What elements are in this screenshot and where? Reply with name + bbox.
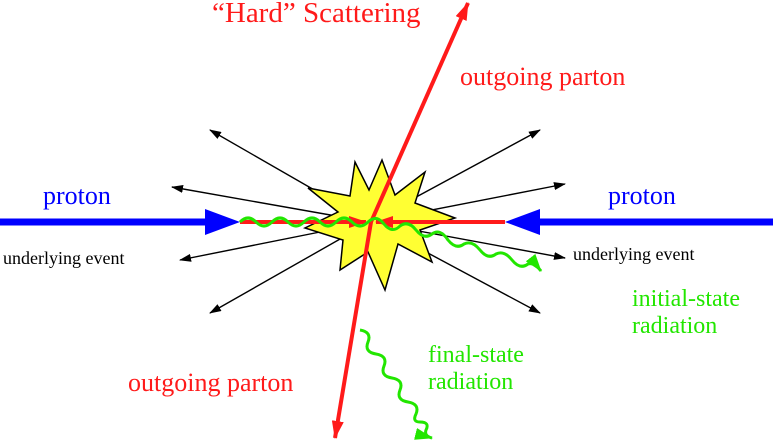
final-state-radiation-label-2: radiation <box>428 369 514 395</box>
proton-arrowhead-right <box>505 209 540 235</box>
initial-state-radiation <box>238 216 543 272</box>
proton-right-label: proton <box>608 181 676 210</box>
underlying-event-left-label: underlying event <box>3 248 125 268</box>
hard-scattering-title: “Hard” Scattering <box>212 0 421 29</box>
outgoing-parton-top-label: outgoing parton <box>460 62 626 91</box>
underlying-event-right-label: underlying event <box>573 244 695 264</box>
proton-arrowhead-left <box>205 209 240 235</box>
initial-state-radiation-label-2: radiation <box>632 313 718 339</box>
initial-state-radiation-label-1: initial-state <box>632 286 740 312</box>
outgoing-parton-up <box>369 2 470 223</box>
outgoing-partons <box>331 2 470 439</box>
outgoing-parton-bottom-label: outgoing parton <box>128 368 294 397</box>
proton-left-label: proton <box>43 181 111 210</box>
outgoing-parton-down <box>331 221 373 439</box>
final-state-radiation <box>359 328 433 440</box>
final-state-radiation-label-1: final-state <box>428 342 524 368</box>
proton-beams <box>0 209 773 235</box>
